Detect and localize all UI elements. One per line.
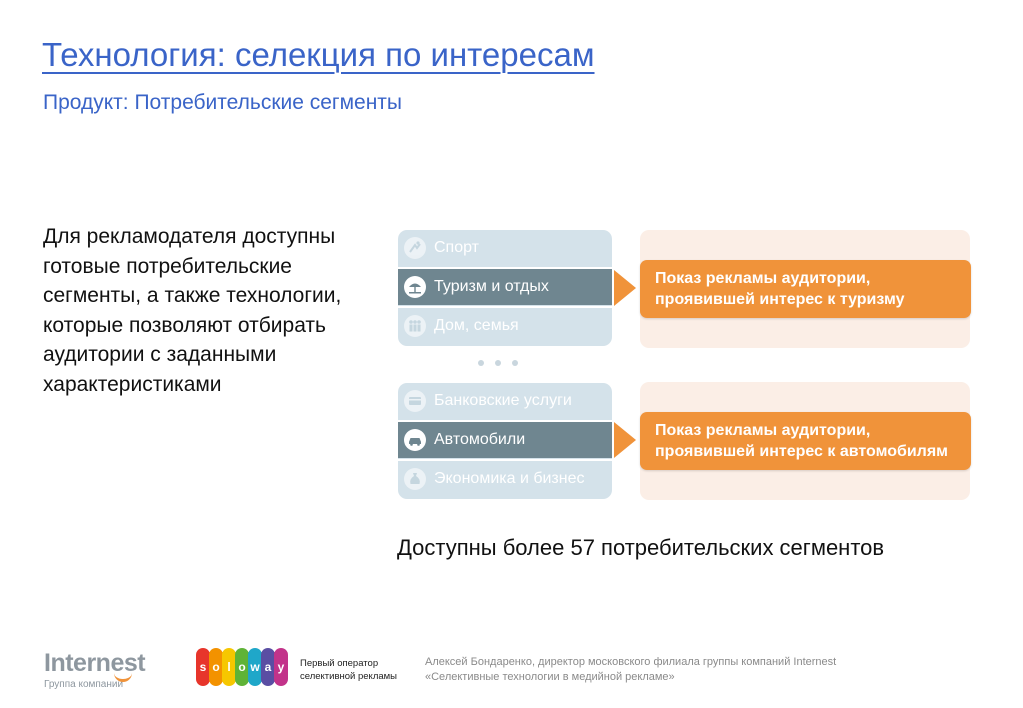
soloway-letter: a	[261, 648, 275, 686]
internest-logo: Internest Группа компаний	[44, 649, 146, 690]
callout-tourism: Показ рекламы аудитории, проявившей инте…	[640, 260, 971, 318]
soloway-letter: y	[274, 648, 288, 686]
segment-tourism[interactable]: Туризм и отдых	[398, 269, 612, 305]
sport-icon	[404, 237, 426, 259]
more-segments-ellipsis	[478, 360, 518, 366]
segment-label: Спорт	[434, 239, 479, 256]
segment-family[interactable]: Дом, семья	[398, 308, 612, 344]
segment-banking[interactable]: Банковские услуги	[398, 383, 612, 419]
soloway-tagline: Первый оператор селективной рекламы	[300, 658, 398, 682]
segment-cars[interactable]: Автомобили	[398, 422, 612, 458]
beach-icon	[404, 276, 426, 298]
bank-card-icon	[404, 390, 426, 412]
arrow-right-icon	[614, 422, 636, 458]
soloway-letter: w	[248, 648, 262, 686]
money-bag-icon	[404, 468, 426, 490]
segment-sport[interactable]: Спорт	[398, 230, 612, 266]
page-title: Технология: селекция по интересам	[42, 36, 595, 73]
segment-label: Экономика и бизнес	[434, 470, 585, 487]
segment-group-1: Спорт Туризм и отдых Дом, семья	[398, 230, 612, 346]
soloway-letter: o	[209, 648, 223, 686]
segment-label: Дом, семья	[434, 317, 519, 334]
logo-smile-icon	[114, 673, 132, 682]
available-segments-text: Доступны более 57 потребительских сегмен…	[397, 535, 885, 560]
segment-label: Туризм и отдых	[434, 278, 549, 295]
footer-presentation-title: «Селективные технологии в медийной рекла…	[425, 671, 675, 683]
segment-economy[interactable]: Экономика и бизнес	[398, 461, 612, 497]
segment-group-2: Банковские услуги Автомобили Экономика и…	[398, 383, 612, 499]
arrow-right-icon	[614, 270, 636, 306]
soloway-letter: s	[196, 648, 210, 686]
segment-label: Банковские услуги	[434, 392, 572, 409]
intro-text: Для рекламодателя доступны готовые потре…	[43, 225, 342, 396]
soloway-letter: o	[235, 648, 249, 686]
family-icon	[404, 315, 426, 337]
soloway-letter: l	[222, 648, 236, 686]
internest-logo-subtitle: Группа компаний	[44, 679, 124, 690]
footer-author-line: Алексей Бондаренко, директор московского…	[425, 656, 837, 668]
footer-author: Алексей Бондаренко, директор московского…	[425, 655, 836, 685]
callout-cars: Показ рекламы аудитории, проявившей инте…	[640, 412, 971, 470]
segment-label: Автомобили	[434, 431, 526, 448]
car-icon	[404, 429, 426, 451]
page-subtitle: Продукт: Потребительские сегменты	[43, 91, 403, 114]
